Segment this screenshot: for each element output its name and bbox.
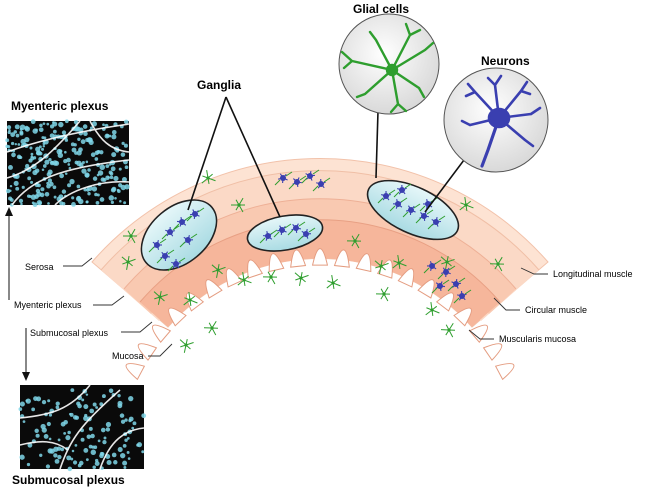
ganglia-pointers (187, 96, 281, 218)
ganglion-1 (140, 199, 218, 271)
neuron-icon (460, 74, 542, 168)
left-leaders (63, 257, 173, 357)
submucosal-plexus-label: Submucosal plexus (30, 328, 109, 338)
circular-muscle-label: Circular muscle (525, 305, 587, 315)
ganglia-label: Ganglia (197, 78, 241, 92)
serosa-label: Serosa (25, 262, 54, 272)
right-leaders (468, 267, 548, 340)
glial-cell-zoom (338, 13, 440, 179)
left-arrows (5, 207, 30, 381)
longitudinal-muscle-label: Longitudinal muscle (553, 269, 633, 279)
submucosal-plexus-title: Submucosal plexus (12, 473, 125, 487)
mucosal-villi (125, 248, 515, 381)
neurons-label: Neurons (481, 54, 530, 68)
mucosa-layer (140, 219, 500, 327)
myenteric-plexus-label: Myenteric plexus (14, 300, 82, 310)
submucosal-plexus-micrograph (18, 384, 147, 472)
myenteric-plexus-micrograph (5, 119, 130, 208)
ganglion-neuron-clusters (148, 169, 472, 304)
mucosa-label: Mucosa (112, 351, 144, 361)
neuron-zoom (424, 67, 549, 213)
myenteric-plexus-title: Myenteric plexus (11, 99, 109, 113)
glial-cells-label: Glial cells (353, 2, 409, 16)
ganglion-2 (246, 214, 324, 252)
muscularis-mucosa-label: Muscularis mucosa (499, 334, 576, 344)
ganglia-group (140, 169, 472, 304)
glial-cell-icon (340, 22, 435, 114)
scattered-glial-cells (121, 170, 505, 353)
